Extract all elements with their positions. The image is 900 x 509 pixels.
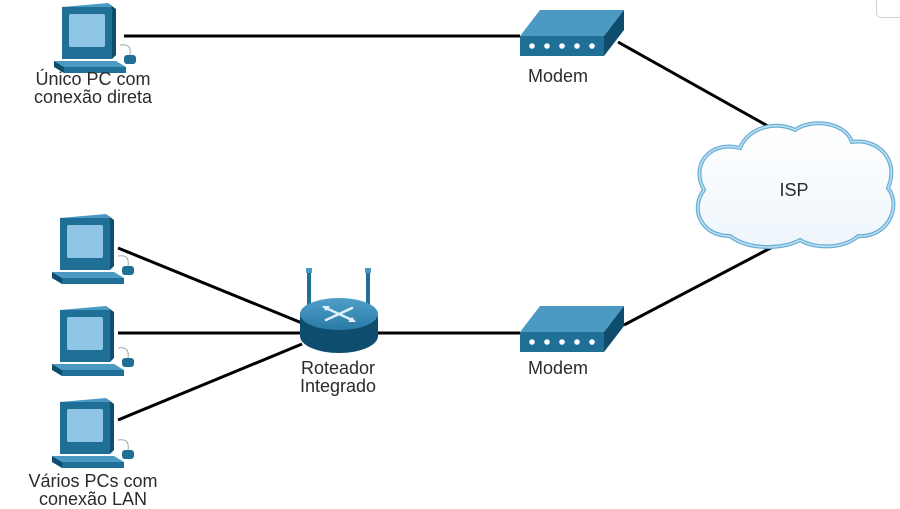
pc-single-label-line2: conexão direta bbox=[33, 87, 153, 107]
router-label: Roteador Integrado bbox=[278, 359, 398, 395]
computer-icon bbox=[51, 305, 135, 377]
modem-top-label: Modem bbox=[510, 67, 606, 85]
modem-top-label-text: Modem bbox=[527, 66, 589, 86]
router-label-line2: Integrado bbox=[299, 376, 377, 396]
modem-bottom-label-text: Modem bbox=[527, 358, 589, 378]
link-pc3-router bbox=[117, 342, 303, 422]
pc-single-label: Único PC com conexão direta bbox=[18, 70, 168, 106]
pc-single-label-line1: Único PC com bbox=[35, 69, 151, 89]
modem-bottom-label: Modem bbox=[510, 359, 606, 377]
modem-icon bbox=[520, 306, 624, 352]
modem-icon bbox=[520, 10, 624, 56]
isp-label-text: ISP bbox=[779, 180, 809, 200]
pc-lan-label: Vários PCs com conexão LAN bbox=[10, 472, 176, 508]
computer-icon bbox=[53, 2, 137, 74]
link-modem-top-isp bbox=[617, 40, 783, 136]
router-icon bbox=[300, 268, 378, 353]
cloud-icon bbox=[695, 121, 896, 250]
router-label-line1: Roteador bbox=[300, 358, 376, 378]
link-pc1-router bbox=[117, 246, 303, 325]
links bbox=[117, 34, 783, 422]
corner-button[interactable] bbox=[876, 0, 900, 18]
pc-lan-label-line2: conexão LAN bbox=[38, 489, 148, 509]
pc-lan-label-line1: Vários PCs com bbox=[28, 471, 158, 491]
link-modem-bottom-isp bbox=[623, 240, 783, 327]
isp-label: ISP bbox=[766, 181, 822, 199]
computer-icon bbox=[51, 397, 135, 469]
